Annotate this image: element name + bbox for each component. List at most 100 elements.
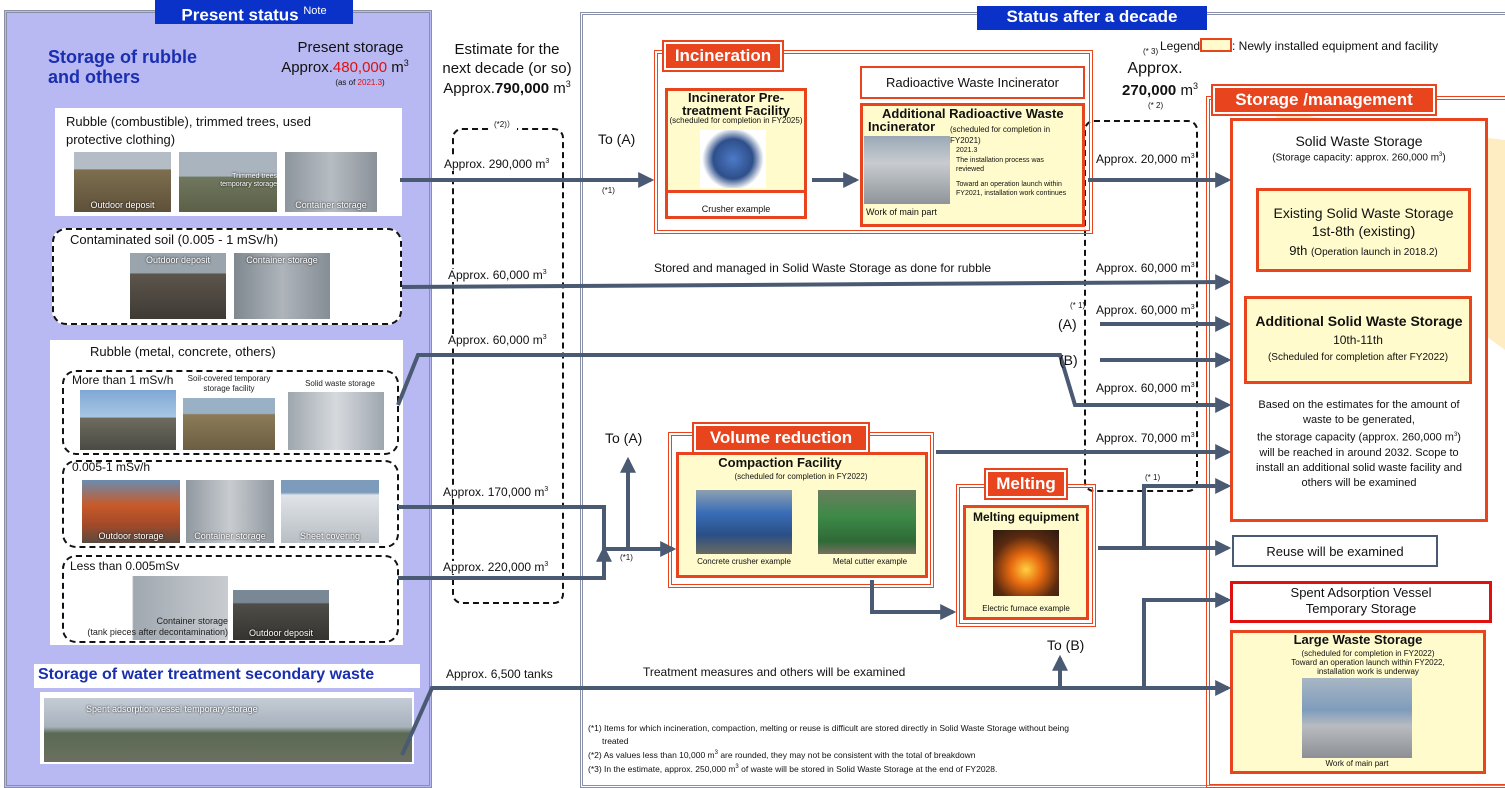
pretreatment-title: Incinerator Pre-treatment Facility	[682, 90, 790, 118]
photo-mid-sheet: Sheet covering	[281, 480, 379, 543]
decade-header: Status after a decade	[977, 6, 1207, 30]
melting-title: Melting equipment	[973, 510, 1079, 524]
pretreatment-schedule: (scheduled for completion in FY2025)	[669, 116, 803, 125]
decade-total: 270,000 m3	[1122, 81, 1198, 99]
b-label: (B)	[1059, 352, 1078, 368]
amount-combustible: Approx. 290,000 m3	[444, 157, 550, 172]
furnace-caption: Electric furnace example	[982, 604, 1070, 613]
photo-crusher	[700, 130, 766, 188]
present-storage-value: Approx.480,000 m3	[281, 58, 409, 76]
melting-label: Melting	[984, 468, 1068, 500]
sws-title: Solid Waste Storage	[1295, 133, 1423, 149]
additional-sws-schedule: (Scheduled for completion after FY2022)	[1267, 352, 1449, 363]
photo-outdoor-deposit: Outdoor deposit	[74, 152, 171, 212]
rubble-low-dose-group	[62, 555, 399, 643]
note1-c: (* 1)	[1070, 301, 1086, 310]
photo-low-outdoor: Outdoor deposit	[233, 590, 329, 640]
radioactive-incinerator-title: Radioactive Waste Incinerator	[886, 75, 1059, 90]
reuse-box	[1232, 535, 1438, 567]
amount-mid-dose: Approx. 170,000 m3	[443, 485, 549, 500]
right-amount-5: Approx. 70,000 m3	[1096, 431, 1195, 446]
contaminated-soil-group	[52, 228, 402, 325]
compaction-title: Compaction Facility	[718, 455, 842, 470]
rubble-high-dose-group	[62, 370, 399, 455]
large-waste-caption: Work of main part	[1325, 759, 1389, 768]
photo-container-storage: Container storage	[285, 152, 377, 212]
to-b-label: To (B)	[1047, 637, 1085, 653]
sws-capacity: (Storage capacity: approx. 260,000 m3)	[1272, 152, 1446, 164]
footnotes: (*1) Items for which incineration, compa…	[588, 723, 1069, 775]
legend-swatch	[1200, 38, 1232, 52]
photo-high-dose-outdoor	[80, 390, 176, 450]
water-waste-title-bg	[34, 664, 420, 688]
decade-approx: Approx.	[1127, 60, 1183, 77]
photo-electric-furnace	[993, 530, 1059, 596]
note1-b: (*1)	[620, 553, 633, 562]
melting-box	[963, 505, 1089, 620]
additional-sws-box	[1244, 296, 1472, 384]
high-dose-solid-label: Solid waste storage	[305, 379, 375, 388]
right-amount-3: Approx. 60,000 m3	[1096, 303, 1195, 318]
reuse-text: Reuse will be examined	[1266, 544, 1404, 559]
incineration-frame	[654, 50, 1093, 234]
present-status-header: Present status Note	[155, 0, 353, 25]
additional-sws-range: 10th-11th	[1333, 333, 1383, 347]
rubble-combustible-label: Rubble (combustible), trimmed trees, use…	[66, 114, 311, 147]
photo-soil-covered	[183, 398, 275, 450]
photo-soil-outdoor: Outdoor deposit	[130, 253, 226, 319]
metal-cutter-caption: Metal cutter example	[832, 557, 908, 566]
photo-low-container: Container storage(tank pieces after deco…	[78, 576, 228, 640]
present-storage-date: (as of 2021.3)	[335, 78, 385, 87]
rubble-low-dose-label: Less than 0.005mSv	[70, 559, 180, 573]
existing-sws-range: 1st-8th (existing)	[1311, 223, 1416, 239]
photo-mid-container: Container storage	[186, 480, 274, 543]
legend-text: : Newly installed equipment and facility	[1232, 39, 1439, 53]
volume-reduction-label: Volume reduction	[692, 422, 870, 454]
rubble-metal-label: Rubble (metal, concrete, others)	[90, 344, 276, 359]
spent-vessel-box	[1230, 581, 1492, 623]
existing-sws-9th: 9th (Operation launch in 2018.2)	[1289, 243, 1438, 258]
right-amount-2: Approx. 60,000 m3	[1096, 261, 1195, 276]
to-a-label-1: To (A)	[598, 131, 636, 147]
note1-d: (* 1)	[1145, 473, 1161, 482]
rubble-mid-dose-label: 0.005-1 mSv/h	[72, 460, 151, 474]
crusher-caption: Crusher example	[701, 204, 771, 214]
rubble-high-dose-label: More than 1 mSv/h	[72, 373, 174, 387]
existing-sws-box	[1256, 188, 1471, 272]
water-waste-title: Storage of water treatment secondary was…	[38, 666, 375, 683]
photo-concrete-crusher	[696, 490, 792, 554]
photo-incinerator-work	[864, 136, 950, 204]
decade-dashed-frame	[1084, 120, 1198, 492]
rubble-mid-dose-group	[62, 460, 399, 548]
photo-mid-outdoor: Outdoor storage	[82, 480, 180, 543]
amount-soil: Approx. 60,000 m3	[448, 268, 547, 283]
photo-large-waste-work	[1302, 678, 1412, 758]
pretreatment-outline	[665, 88, 807, 219]
note1-a: (*1)	[602, 186, 615, 195]
legend-label: Legend	[1160, 39, 1201, 53]
incineration-label: Incineration	[662, 40, 784, 72]
photo-metal-cutter	[818, 490, 916, 554]
estimate-total: Approx.790,000 m3	[443, 79, 571, 97]
incinerator-work-caption: Work of main part	[866, 207, 937, 217]
amount-high-dose: Approx. 60,000 m3	[448, 333, 547, 348]
treatment-text: Treatment measures and others will be ex…	[643, 665, 906, 679]
amount-tanks: Approx. 6,500 tanks	[446, 667, 553, 681]
compaction-schedule: (scheduled for completion in FY2022)	[734, 472, 868, 481]
right-amount-4: Approx. 60,000 m3	[1096, 381, 1195, 396]
stored-managed-text: Stored and managed in Solid Waste Storag…	[654, 261, 992, 275]
additional-sws-title: Additional Solid Waste Storage	[1255, 313, 1463, 329]
decade-note2: (* 2)	[1148, 101, 1164, 110]
concrete-crusher-caption: Concrete crusher example	[697, 557, 791, 566]
a-label: (A)	[1058, 316, 1077, 332]
right-amount-1: Approx. 20,000 m3	[1096, 152, 1195, 167]
